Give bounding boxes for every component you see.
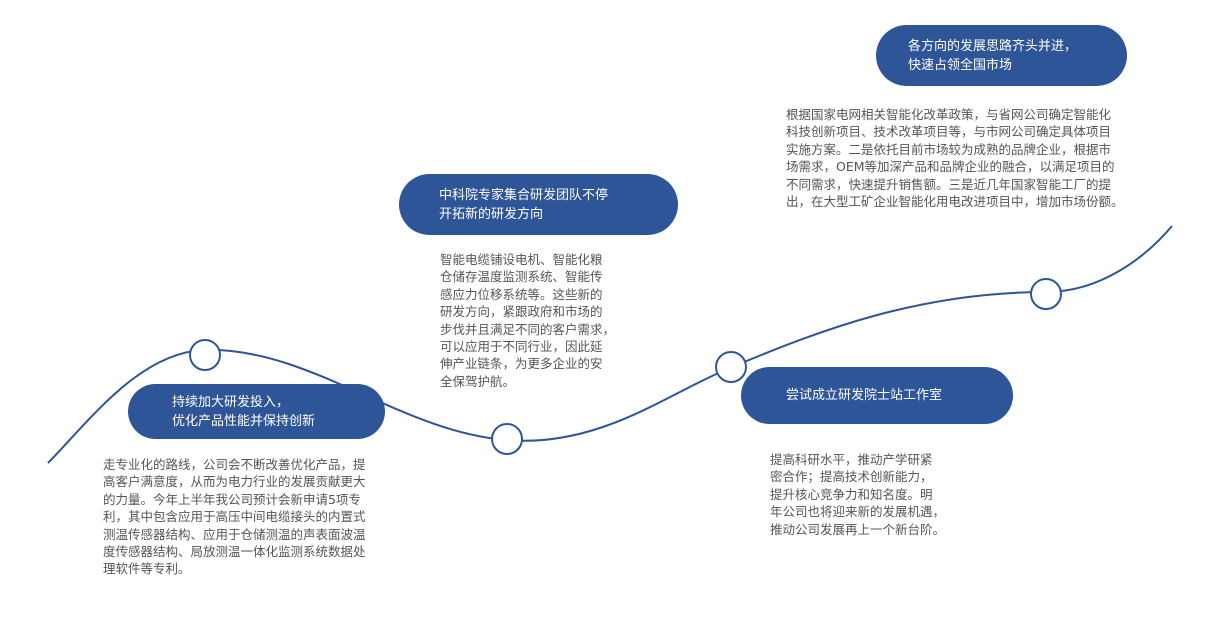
stage-2-text-line: 智能电缆铺设电机、智能化粮 (440, 252, 603, 267)
stage-4-text-line: 实施方案。二是依托目前市场较为成熟的品牌企业，根据市 (786, 141, 1112, 157)
stage-3-title-line-1: 尝试成立研发院士站工作室 (786, 388, 943, 403)
stage-4-text-line: 场需求，OEM等加深产品和品牌企业的融合，以满足项目的 (786, 159, 1115, 175)
stage-2-text-line: 全保驾护航。 (440, 373, 516, 389)
stage-3-text-line: 推动公司发展再上一个新台阶。 (770, 521, 946, 537)
stage-3-description: 提高科研水平，推动产学研紧 密合作；提高技术创新能力， 提升核心竞争力和知名度。… (770, 451, 945, 538)
stage-4-title-pill: 各方向的发展思路齐头并进， 快速占领全国市场 (876, 25, 1127, 86)
stage-2-text-line: 研发方向，紧跟政府和市场的 (440, 304, 603, 320)
stage-2-title-line-2: 开拓新的研发方向 (439, 206, 544, 222)
stage-4-text-line: 根据国家电网相关智能化改革政策，与省网公司确定智能化 (786, 107, 1112, 122)
stage-2-text-line: 仓储存温度监测系统、智能传 (440, 269, 603, 285)
stage-4-text-line: 出，在大型工矿企业智能化用电改进项目中，增加市场份额。 (786, 194, 1124, 210)
timeline-node-3 (715, 351, 747, 383)
stage-1-title-line-2: 优化产品性能并保持创新 (172, 413, 316, 429)
stage-1-text-line: 利，其中包含应用于高压中间电缆接头的内置式 (103, 509, 366, 525)
stage-3-text-line: 密合作；提高技术创新能力， (770, 469, 933, 485)
stage-3-text-line: 提升核心竞争力和知名度。明 (770, 486, 933, 502)
stage-4-title-line-2: 快速占领全国市场 (908, 57, 1013, 73)
stage-1-text-line: 测温传感器结构、应用于仓储测温的声表面波温 (103, 526, 366, 542)
stage-2-title-line-1: 中科院专家集合研发团队不停 (439, 187, 609, 203)
stage-2-text-line: 伸产业链条，为更多企业的安 (440, 356, 603, 372)
stage-1-text-line: 度传感器结构、局放测温一体化监测系统数据处 (103, 544, 366, 560)
stage-1-text-line: 高客户满意度，从而为电力行业的发展贡献更大 (103, 474, 366, 490)
stage-1-description: 走专业化的路线，公司会不断改善优化产品，提 高客户满意度，从而为电力行业的发展贡… (103, 456, 366, 578)
stage-4-description: 根据国家电网相关智能化改革政策，与省网公司确定智能化 科技创新项目、技术改革项目… (786, 106, 1124, 210)
stage-4-text-line: 不同需求，快速提升销售额。三是近几年国家智能工厂的提 (786, 176, 1112, 192)
stage-4-text-line: 科技创新项目、技术改革项目等，与市网公司确定具体项目 (786, 124, 1112, 140)
stage-2-title-pill: 中科院专家集合研发团队不停 开拓新的研发方向 (399, 174, 678, 235)
stage-4-title-line-1: 各方向的发展思路齐头并进， (908, 38, 1078, 54)
timeline-node-2 (491, 423, 523, 455)
stage-2-description: 智能电缆铺设电机、智能化粮 仓储存温度监测系统、智能传 感应力位移系统等。这些新… (440, 251, 615, 390)
stage-1-text-line: 理软件等专利。 (103, 561, 191, 577)
stage-2-text-line: 步伐并且满足不同的客户需求， (440, 321, 616, 337)
stage-3-text-line: 年公司也将迎来新的发展机遇， (770, 504, 946, 520)
stage-3-title-pill: 尝试成立研发院士站工作室 (741, 367, 1013, 424)
stage-2-text-line: 可以应用于不同行业，因此延 (440, 339, 603, 355)
stage-1-title-pill: 持续加大研发投入， 优化产品性能并保持创新 (128, 384, 385, 439)
stage-1-title-line-1: 持续加大研发投入， (172, 394, 290, 410)
stage-1-text-line: 走专业化的路线，公司会不断改善优化产品，提 (103, 457, 366, 472)
stage-2-text-line: 感应力位移系统等。这些新的 (440, 286, 603, 302)
timeline-node-1 (189, 339, 221, 371)
stage-1-text-line: 的力量。今年上半年我公司预计会新申请5项专 (103, 491, 361, 507)
timeline-node-4 (1030, 278, 1062, 310)
stage-3-text-line: 提高科研水平，推动产学研紧 (770, 452, 933, 467)
